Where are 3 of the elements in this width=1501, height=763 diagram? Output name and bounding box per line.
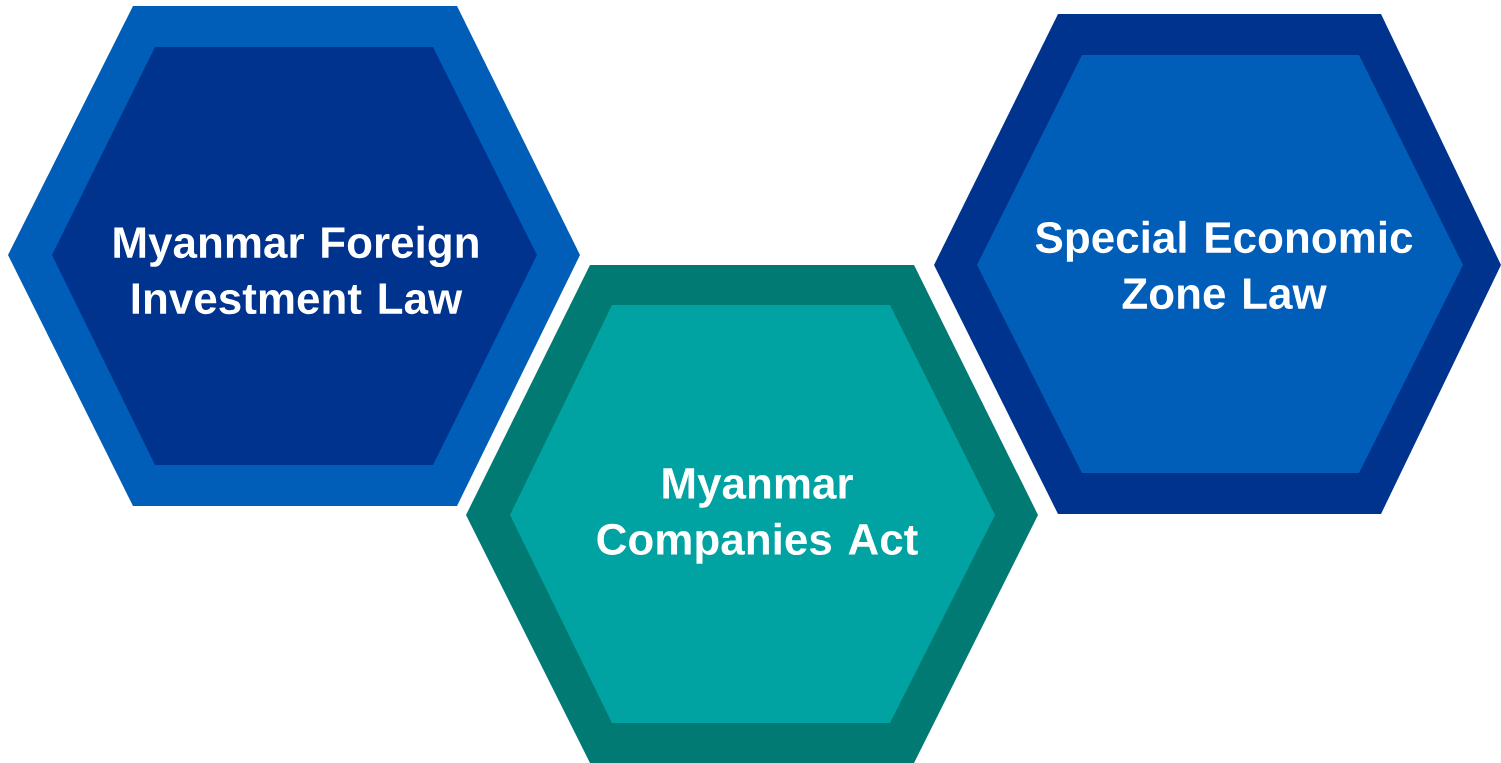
hexagon: Myanmar Companies Act xyxy=(466,265,1038,763)
hexagon: Special Economic Zone Law xyxy=(934,14,1501,514)
hexagon: Myanmar Foreign Investment Law xyxy=(8,6,580,506)
